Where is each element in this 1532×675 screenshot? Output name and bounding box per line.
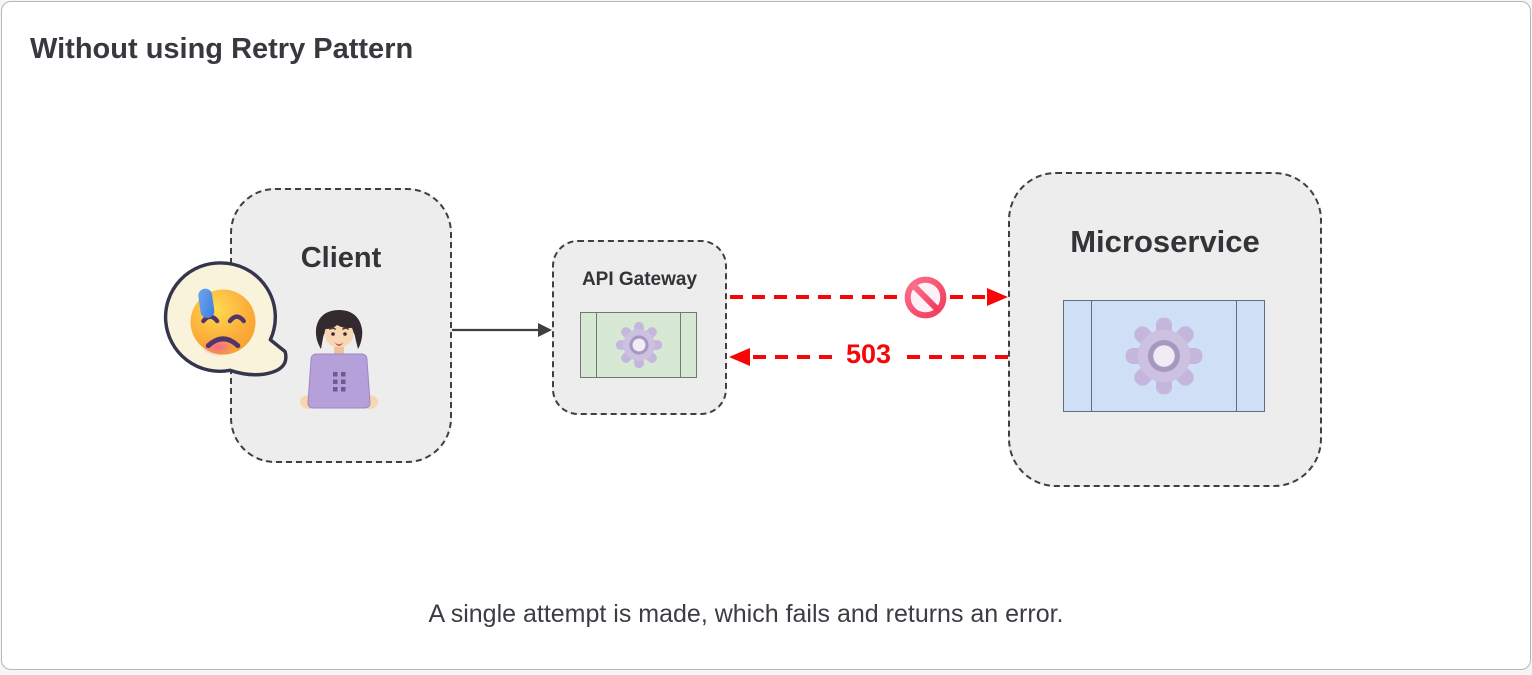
error-request-arrow bbox=[730, 288, 1008, 306]
process-divider bbox=[1091, 301, 1092, 411]
microservice-label: Microservice bbox=[1070, 224, 1260, 259]
process-divider bbox=[596, 313, 597, 377]
diagram-caption: A single attempt is made, which fails an… bbox=[428, 600, 1064, 628]
gear-icon bbox=[615, 321, 663, 369]
no-entry-icon bbox=[904, 276, 947, 319]
process-divider bbox=[1236, 301, 1237, 411]
client-label: Client bbox=[300, 242, 382, 274]
person-at-laptop-icon bbox=[300, 310, 378, 409]
microservice-process-box bbox=[1063, 300, 1265, 412]
process-divider bbox=[680, 313, 681, 377]
gear-icon bbox=[1124, 316, 1204, 396]
request-arrow bbox=[452, 323, 552, 337]
error-code-badge: 503 bbox=[836, 339, 902, 370]
page-title: Without using Retry Pattern bbox=[30, 33, 414, 65]
error-response-arrow bbox=[729, 348, 1008, 366]
api-gateway-label: API Gateway bbox=[581, 269, 698, 290]
gateway-process-box bbox=[580, 312, 697, 378]
sad-face-with-sweat-icon bbox=[163, 261, 288, 377]
